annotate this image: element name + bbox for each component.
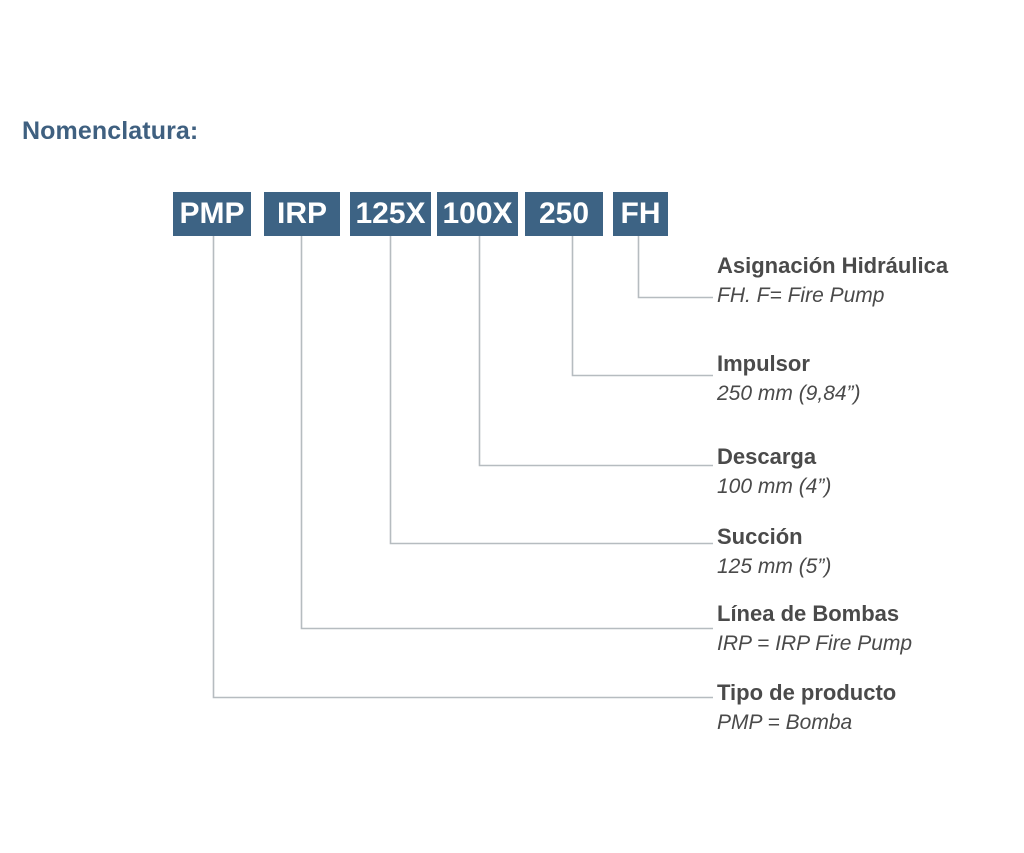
code-box-fh[interactable]: FH bbox=[613, 192, 668, 236]
page-title: Nomenclatura: bbox=[22, 117, 199, 145]
leader-line-pmp bbox=[212, 236, 713, 699]
leader-line-irp bbox=[300, 236, 713, 630]
code-box-125x[interactable]: 125X bbox=[350, 192, 431, 236]
callout-100x: Descarga 100 mm (4”) bbox=[717, 444, 832, 499]
leader-line-100x bbox=[478, 236, 713, 467]
callout-125x: Succión 125 mm (5”) bbox=[717, 524, 832, 579]
code-box-100x[interactable]: 100X bbox=[437, 192, 518, 236]
callout-title: Impulsor bbox=[717, 351, 810, 376]
leader-line-fh bbox=[637, 236, 713, 299]
code-box-irp[interactable]: IRP bbox=[264, 192, 340, 236]
leader-line-125x bbox=[389, 236, 713, 545]
callout-title: Línea de Bombas bbox=[717, 601, 900, 626]
callout-subtitle: IRP = IRP Fire Pump bbox=[717, 632, 913, 656]
callout-title: Descarga bbox=[717, 444, 817, 469]
callout-title: Succión bbox=[717, 524, 803, 549]
callout-title: Tipo de producto bbox=[717, 680, 897, 705]
callout-250: Impulsor 250 mm (9,84”) bbox=[717, 351, 861, 406]
callout-subtitle: 100 mm (4”) bbox=[717, 475, 832, 499]
callout-title: Asignación Hidráulica bbox=[717, 253, 949, 278]
callout-subtitle: 250 mm (9,84”) bbox=[717, 382, 861, 406]
callout-subtitle: FH. F= Fire Pump bbox=[717, 284, 885, 308]
code-box-pmp[interactable]: PMP bbox=[173, 192, 251, 236]
callout-subtitle: PMP = Bomba bbox=[717, 711, 853, 735]
callout-subtitle: 125 mm (5”) bbox=[717, 555, 832, 579]
code-box-250[interactable]: 250 bbox=[525, 192, 603, 236]
leader-line-250 bbox=[571, 236, 713, 377]
